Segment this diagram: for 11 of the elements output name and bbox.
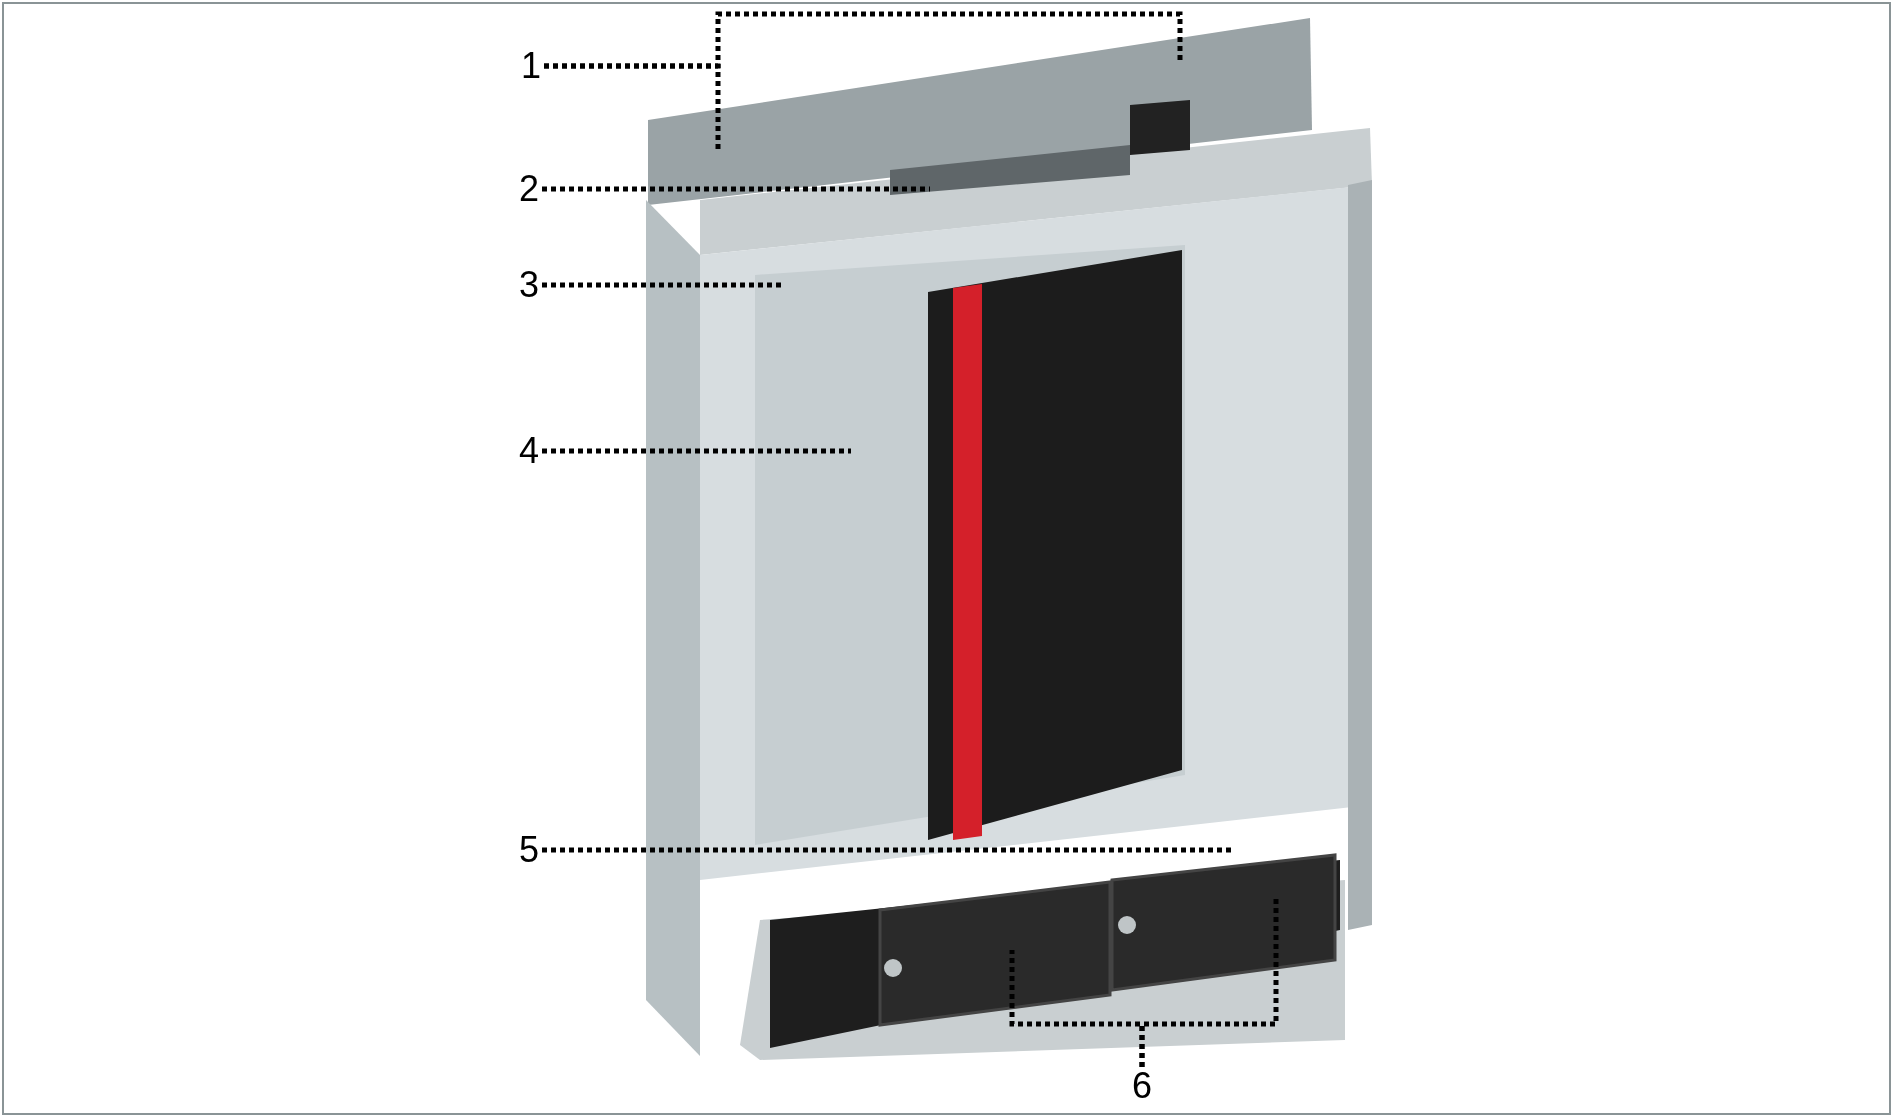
leader-line: [542, 186, 930, 192]
callout-number: 4: [516, 432, 542, 470]
leader-line: [1139, 899, 1279, 1067]
callout-number: 6: [1129, 1067, 1155, 1105]
callout-number: 5: [516, 831, 542, 869]
leader-line: [544, 11, 1183, 69]
leader-line: [542, 448, 851, 454]
callout-number: 2: [516, 170, 542, 208]
callout-number: 1: [518, 47, 544, 85]
leader-line: [542, 847, 1231, 853]
callout-number: 3: [516, 266, 542, 304]
